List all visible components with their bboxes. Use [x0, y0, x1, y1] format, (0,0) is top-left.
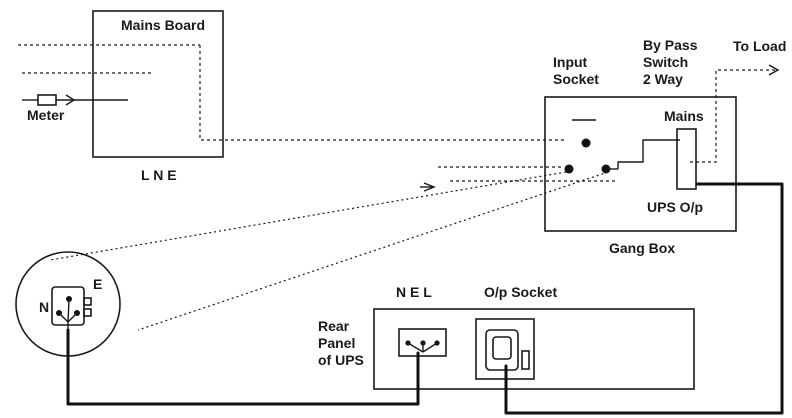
meter-arrow-icon	[65, 94, 76, 106]
to-load-label: To Load	[733, 38, 786, 54]
input-socket-label: Input Socket	[553, 54, 599, 87]
socket-switch-terminal	[601, 164, 611, 174]
plug-to-ups-input-cable	[66, 328, 420, 406]
to-load-arrow-icon	[768, 64, 780, 76]
gang-box-outline	[544, 96, 737, 232]
projection-line-upper	[49, 171, 567, 261]
nel-connector	[398, 328, 447, 357]
op-socket-body	[485, 329, 519, 371]
nel-label: N E L	[396, 284, 432, 300]
ups-rear-panel-outline	[373, 308, 695, 390]
gang-box-label: Gang Box	[609, 240, 675, 256]
ups-op-label: UPS O/p	[647, 199, 703, 215]
mains-label: Mains	[664, 108, 704, 124]
bypass-switch-label: By Pass Switch 2 Way	[643, 37, 701, 87]
ups-output-cable	[504, 182, 784, 415]
plug-n-label: N	[39, 299, 49, 315]
meter-symbol	[37, 94, 57, 106]
mains-board: Mains Board	[18, 10, 566, 158]
ups-rear-panel: Rear Panel of UPS N E L O/p Socket	[318, 284, 695, 390]
meter: Meter	[22, 94, 128, 123]
plug-e-label: E	[93, 276, 102, 292]
meter-label: Meter	[27, 107, 65, 123]
socket-live-terminal	[581, 138, 591, 148]
live-to-input-socket	[199, 45, 566, 141]
op-socket-label: O/p Socket	[484, 284, 557, 300]
bypass-switch[interactable]	[676, 128, 697, 190]
to-load-line	[690, 69, 776, 163]
lne-label: L N E	[141, 167, 177, 183]
gang-box: Gang Box Mains UPS O/p	[544, 64, 780, 256]
projection-line-lower	[137, 171, 609, 331]
mains-board-outline	[92, 10, 224, 158]
rear-panel-label: Rear Panel of UPS	[318, 318, 364, 368]
switch-link-wire	[617, 139, 680, 169]
mains-board-label: Mains Board	[121, 17, 205, 33]
